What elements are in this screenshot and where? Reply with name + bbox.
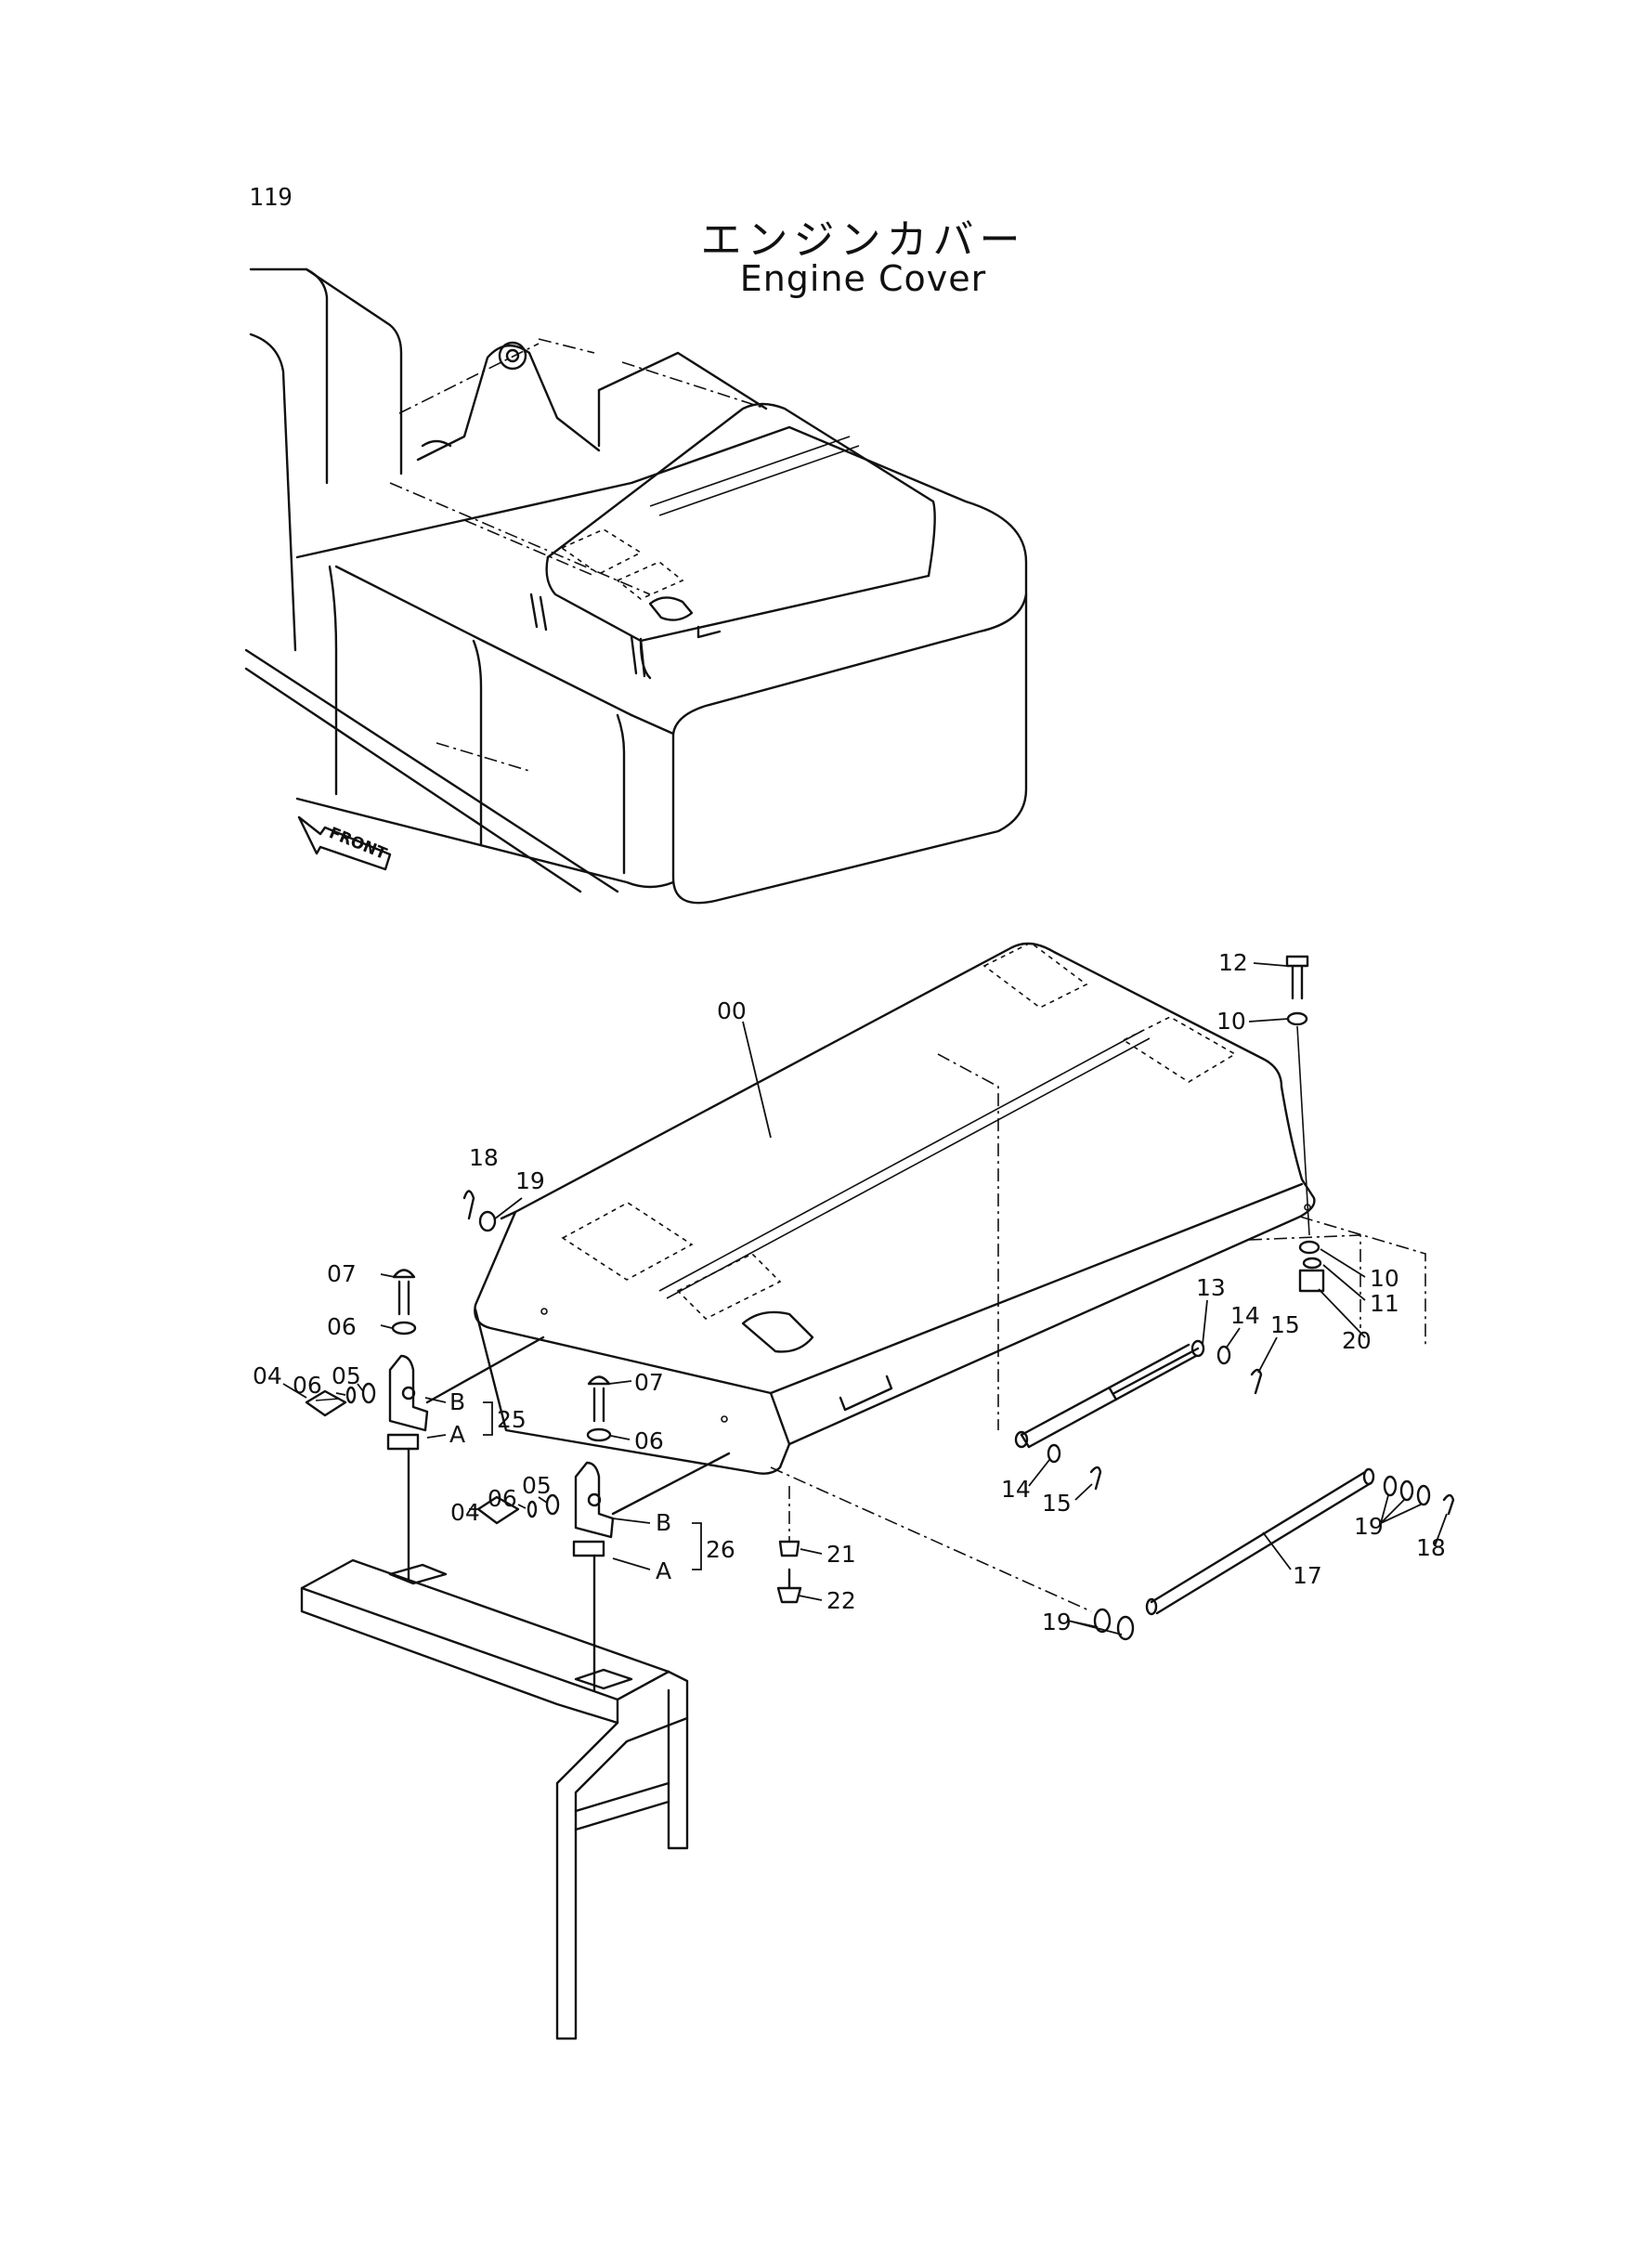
callout-00: 00 bbox=[717, 997, 747, 1024]
title-english: Engine Cover bbox=[739, 258, 987, 299]
callout-26: 26 bbox=[706, 1536, 735, 1563]
latch-assembly-26 bbox=[476, 1375, 731, 1692]
title-japanese: エンジンカバー bbox=[700, 216, 1026, 264]
callout-06-left-a: 06 bbox=[327, 1313, 357, 1340]
callout-04-mid: 04 bbox=[450, 1499, 480, 1526]
machine-overview bbox=[244, 267, 1028, 905]
callout-06-left-b: 06 bbox=[293, 1372, 322, 1399]
callout-a-mid: A bbox=[656, 1557, 671, 1584]
page-number: 119 bbox=[249, 184, 293, 212]
rod-17 bbox=[1145, 1467, 1375, 1616]
loose-hardware bbox=[462, 955, 1455, 1641]
callout-12: 12 bbox=[1218, 949, 1248, 976]
callout-06-mid-b: 06 bbox=[488, 1485, 517, 1512]
callout-22: 22 bbox=[826, 1587, 856, 1614]
callout-13: 13 bbox=[1196, 1274, 1226, 1301]
front-label: FRONT bbox=[326, 824, 389, 864]
callout-07-mid: 07 bbox=[634, 1369, 664, 1396]
callout-b-left: B bbox=[449, 1388, 465, 1415]
gas-spring-13 bbox=[1014, 1339, 1205, 1449]
callout-15-left: 15 bbox=[1042, 1490, 1072, 1517]
callout-a-left: A bbox=[449, 1421, 465, 1448]
callout-18-right: 18 bbox=[1416, 1534, 1446, 1561]
callout-19-right: 19 bbox=[1354, 1513, 1384, 1540]
callout-14-left: 14 bbox=[1001, 1476, 1031, 1503]
callout-15-right: 15 bbox=[1270, 1311, 1300, 1338]
callout-14-right: 14 bbox=[1230, 1302, 1260, 1329]
callout-11: 11 bbox=[1370, 1290, 1399, 1317]
latch-assembly-25 bbox=[305, 1269, 545, 1581]
callout-04-left: 04 bbox=[253, 1362, 282, 1389]
leader-lines bbox=[282, 962, 1448, 1635]
engine-cover-part bbox=[474, 942, 1426, 1612]
callout-10-bottom: 10 bbox=[1370, 1265, 1399, 1292]
callout-19-left: 19 bbox=[515, 1167, 545, 1194]
callout-17: 17 bbox=[1293, 1562, 1322, 1589]
callout-10-top: 10 bbox=[1216, 1008, 1246, 1035]
callout-05-mid: 05 bbox=[522, 1472, 552, 1499]
callout-05-left: 05 bbox=[332, 1362, 361, 1389]
callout-21: 21 bbox=[826, 1541, 856, 1568]
callout-06-mid-a: 06 bbox=[634, 1427, 664, 1454]
callout-07-left: 07 bbox=[327, 1260, 357, 1287]
callout-19-bottom: 19 bbox=[1042, 1609, 1072, 1635]
callout-labels: 00 12 10 18 19 07 06 05 06 04 B A 25 07 … bbox=[253, 949, 1446, 1635]
callout-18-left: 18 bbox=[469, 1144, 499, 1171]
callout-b-mid: B bbox=[656, 1509, 671, 1536]
front-direction-arrow: FRONT bbox=[297, 815, 392, 871]
callout-20: 20 bbox=[1342, 1327, 1372, 1354]
base-frame bbox=[300, 1558, 689, 2040]
callout-25: 25 bbox=[497, 1406, 527, 1433]
